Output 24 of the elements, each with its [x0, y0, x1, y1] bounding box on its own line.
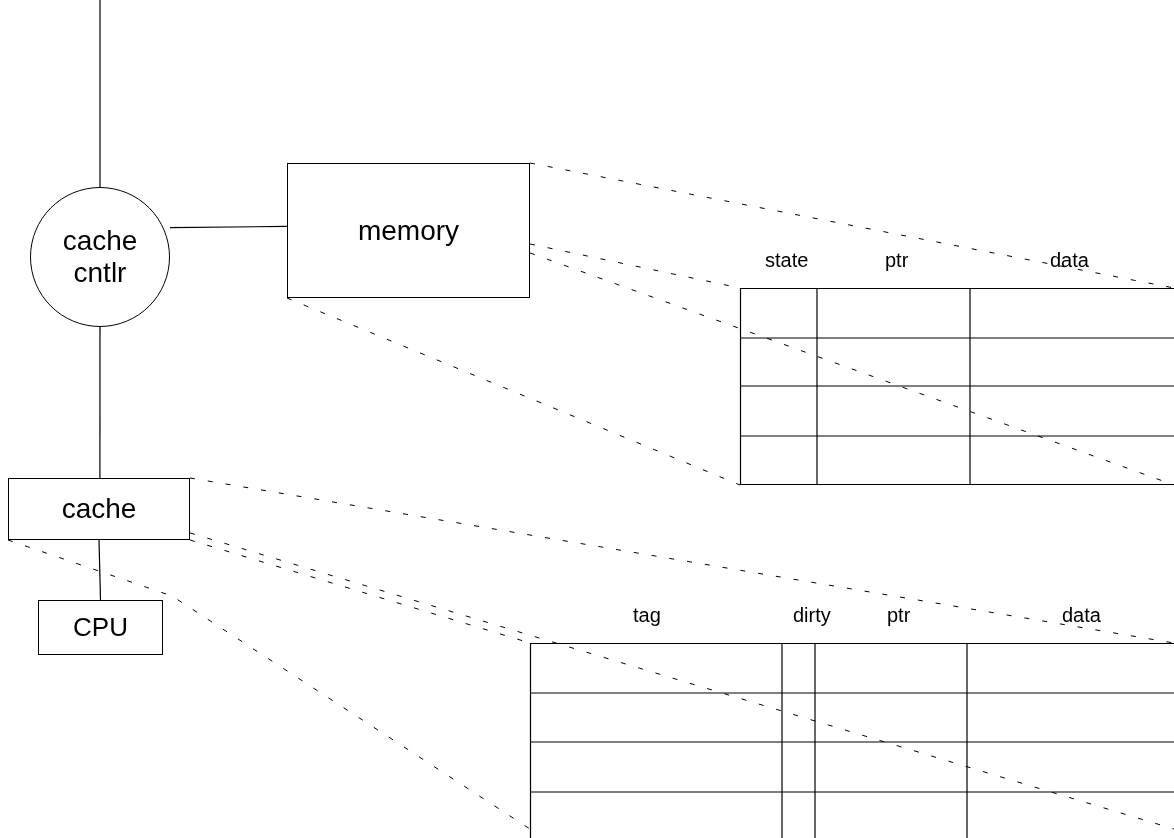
column-header: ptr [887, 605, 911, 625]
node-label: cache [61, 492, 137, 526]
component-box [38, 600, 163, 655]
connector-line [99, 0, 101, 188]
connector-line [99, 326, 101, 479]
component-box [287, 163, 530, 298]
column-header: data [1062, 605, 1101, 625]
column-header: data [1050, 250, 1089, 270]
connector-line [169, 225, 288, 229]
column-header: state [765, 250, 809, 270]
projection-line [529, 162, 1174, 289]
node-label: memory [357, 214, 460, 247]
connector-line [98, 539, 102, 601]
projection-line [189, 477, 1174, 644]
node-label: CPU [73, 612, 128, 643]
projection-line [529, 252, 1174, 486]
column-header: ptr [885, 250, 909, 270]
component-box [8, 478, 190, 540]
column-header: dirty [793, 605, 831, 625]
projection-line [189, 532, 1174, 830]
projection-line [286, 297, 741, 486]
node-label: cache cntlr [61, 224, 139, 290]
projection-line [7, 539, 531, 830]
column-header: tag [633, 605, 661, 625]
